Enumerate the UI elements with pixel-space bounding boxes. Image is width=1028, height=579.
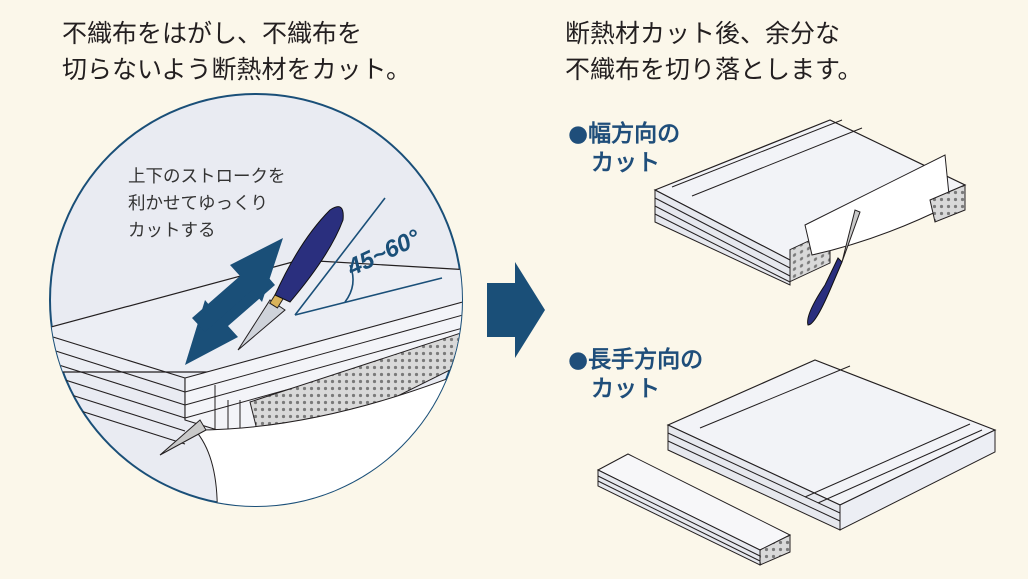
stroke-instruction: 上下のストロークを 利かせてゆっくり カットする	[128, 167, 286, 241]
right-arrow-icon	[487, 262, 545, 358]
length-cut-label: ●長手方向の カット	[568, 347, 704, 402]
width-cut-label: ●幅方向の カット	[568, 121, 681, 176]
double-arrow-icon	[185, 238, 283, 365]
magnified-circle: 45~60°	[49, 93, 463, 507]
knife-icon	[237, 206, 344, 351]
small-knife-icon	[807, 209, 861, 326]
right-heading: 断熱材カット後、余分な 不織布を切り落とします。	[565, 19, 863, 84]
length-cut-illustration	[596, 359, 997, 566]
left-heading: 不織布をはがし、不織布を 切らないよう断熱材をカット。	[62, 19, 412, 84]
width-cut-illustration	[653, 119, 967, 326]
angle-guide	[294, 197, 443, 316]
